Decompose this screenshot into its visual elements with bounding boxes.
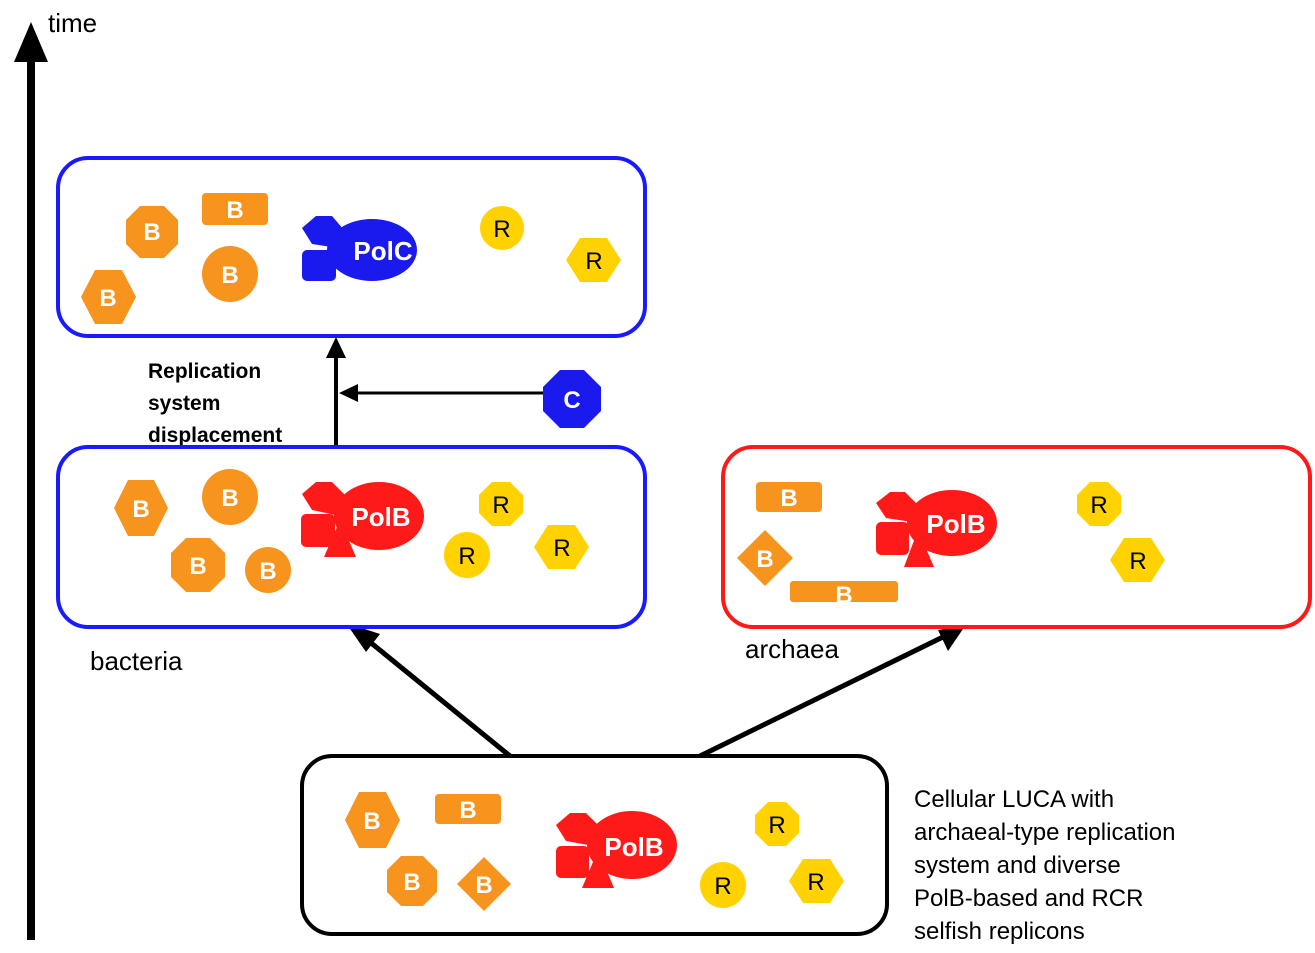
r-element-hexagon: R [534, 525, 589, 569]
r-element-label: R [1129, 548, 1146, 575]
r-element-hexagon: R [566, 238, 621, 282]
r-element-hexagon: R [1110, 538, 1165, 582]
b-element-circle: B [245, 547, 291, 593]
r-element-circle: R [444, 532, 490, 578]
r-element-label: R [585, 248, 602, 275]
luca-caption-line-1: Cellular LUCA with [914, 786, 1114, 813]
r-element-label: R [807, 869, 824, 896]
time-axis: time [14, 8, 97, 940]
polb-polymerase: PolB [556, 811, 677, 888]
b-element-label: B [403, 869, 420, 896]
b-element-label: B [780, 485, 797, 512]
b-element-label: B [459, 797, 476, 824]
b-element-circle: B [202, 246, 258, 302]
b-element-label: B [475, 872, 492, 899]
displacement-label-line-3: displacement [148, 424, 282, 447]
archaea-box: B B B PolB R R [721, 445, 1312, 629]
r-element-label: R [1090, 492, 1107, 519]
b-element-label: B [132, 496, 149, 523]
r-element-label: R [768, 812, 785, 839]
b-element-label: B [221, 262, 238, 289]
luca-caption-line-4: PolB-based and RCR [914, 885, 1143, 912]
b-element-rect: B [435, 794, 501, 824]
displacement-label-line-1: Replication [148, 360, 261, 383]
r-element-label: R [493, 216, 510, 243]
displacement-arrow [326, 337, 346, 447]
luca-box: B B B B PolB R R [300, 754, 889, 936]
polb-polymerase: PolB [876, 490, 997, 567]
b-element-bar: B [790, 581, 898, 609]
luca-caption: Cellular LUCA with archaeal-type replica… [914, 786, 1182, 945]
b-element-label: B [835, 582, 852, 609]
c-element: C [543, 370, 601, 428]
r-element-octagon: R [755, 802, 799, 846]
b-element-label: B [221, 485, 238, 512]
b-element-rect: B [202, 193, 268, 225]
displacement-label: Replication system displacement [148, 360, 282, 447]
luca-caption-line-5: selfish replicons [914, 918, 1085, 945]
luca-to-bacteria-arrow [346, 623, 512, 758]
r-element-octagon: R [479, 482, 523, 526]
c-transfer-arrow [339, 384, 548, 402]
polb-label: PolB [351, 502, 410, 532]
b-element-label: B [226, 197, 243, 224]
time-axis-label: time [48, 8, 97, 38]
b-element-octagon: B [171, 538, 225, 592]
b-element-diamond: B [737, 530, 793, 586]
b-element-hexagon: B [114, 480, 168, 536]
b-element-rect: B [756, 482, 822, 512]
b-element-hexagon: B [81, 270, 136, 324]
r-element-octagon: R [1077, 482, 1121, 526]
polc-label: PolC [353, 236, 412, 266]
b-element-hexagon: B [345, 792, 400, 848]
r-element-label: R [492, 492, 509, 519]
archaea-caption: archaea [745, 634, 839, 664]
b-element-diamond: B [457, 857, 511, 911]
luca-caption-line-2: archaeal-type replication [914, 819, 1175, 846]
b-element-label: B [363, 808, 380, 835]
r-element-hexagon: R [789, 859, 844, 903]
b-element-octagon: B [387, 856, 437, 906]
b-element-label: B [259, 558, 276, 585]
b-element-label: B [189, 553, 206, 580]
polc-polymerase: PolC [302, 216, 417, 281]
b-element-label: B [99, 285, 116, 312]
b-element-label: B [143, 219, 160, 246]
bacteria-caption: bacteria [90, 646, 183, 676]
b-element-octagon: B [126, 206, 178, 258]
bacteria-polc-box: B B B B PolC R R [56, 156, 647, 338]
r-element-circle: R [700, 862, 746, 908]
luca-caption-line-3: system and diverse [914, 852, 1121, 879]
polb-label: PolB [926, 509, 985, 539]
c-element-label: C [563, 387, 580, 414]
r-element-label: R [458, 543, 475, 570]
r-element-circle: R [480, 206, 524, 250]
polb-label: PolB [604, 832, 663, 862]
displacement-label-line-2: system [148, 392, 220, 415]
polb-polymerase: PolB [301, 482, 424, 557]
luca-to-archaea-arrow [698, 626, 965, 759]
r-element-label: R [714, 873, 731, 900]
b-element-label: B [756, 546, 773, 573]
r-element-label: R [553, 535, 570, 562]
b-element-circle: B [202, 469, 258, 525]
bacteria-box: B B B B PolB R R [56, 445, 647, 629]
